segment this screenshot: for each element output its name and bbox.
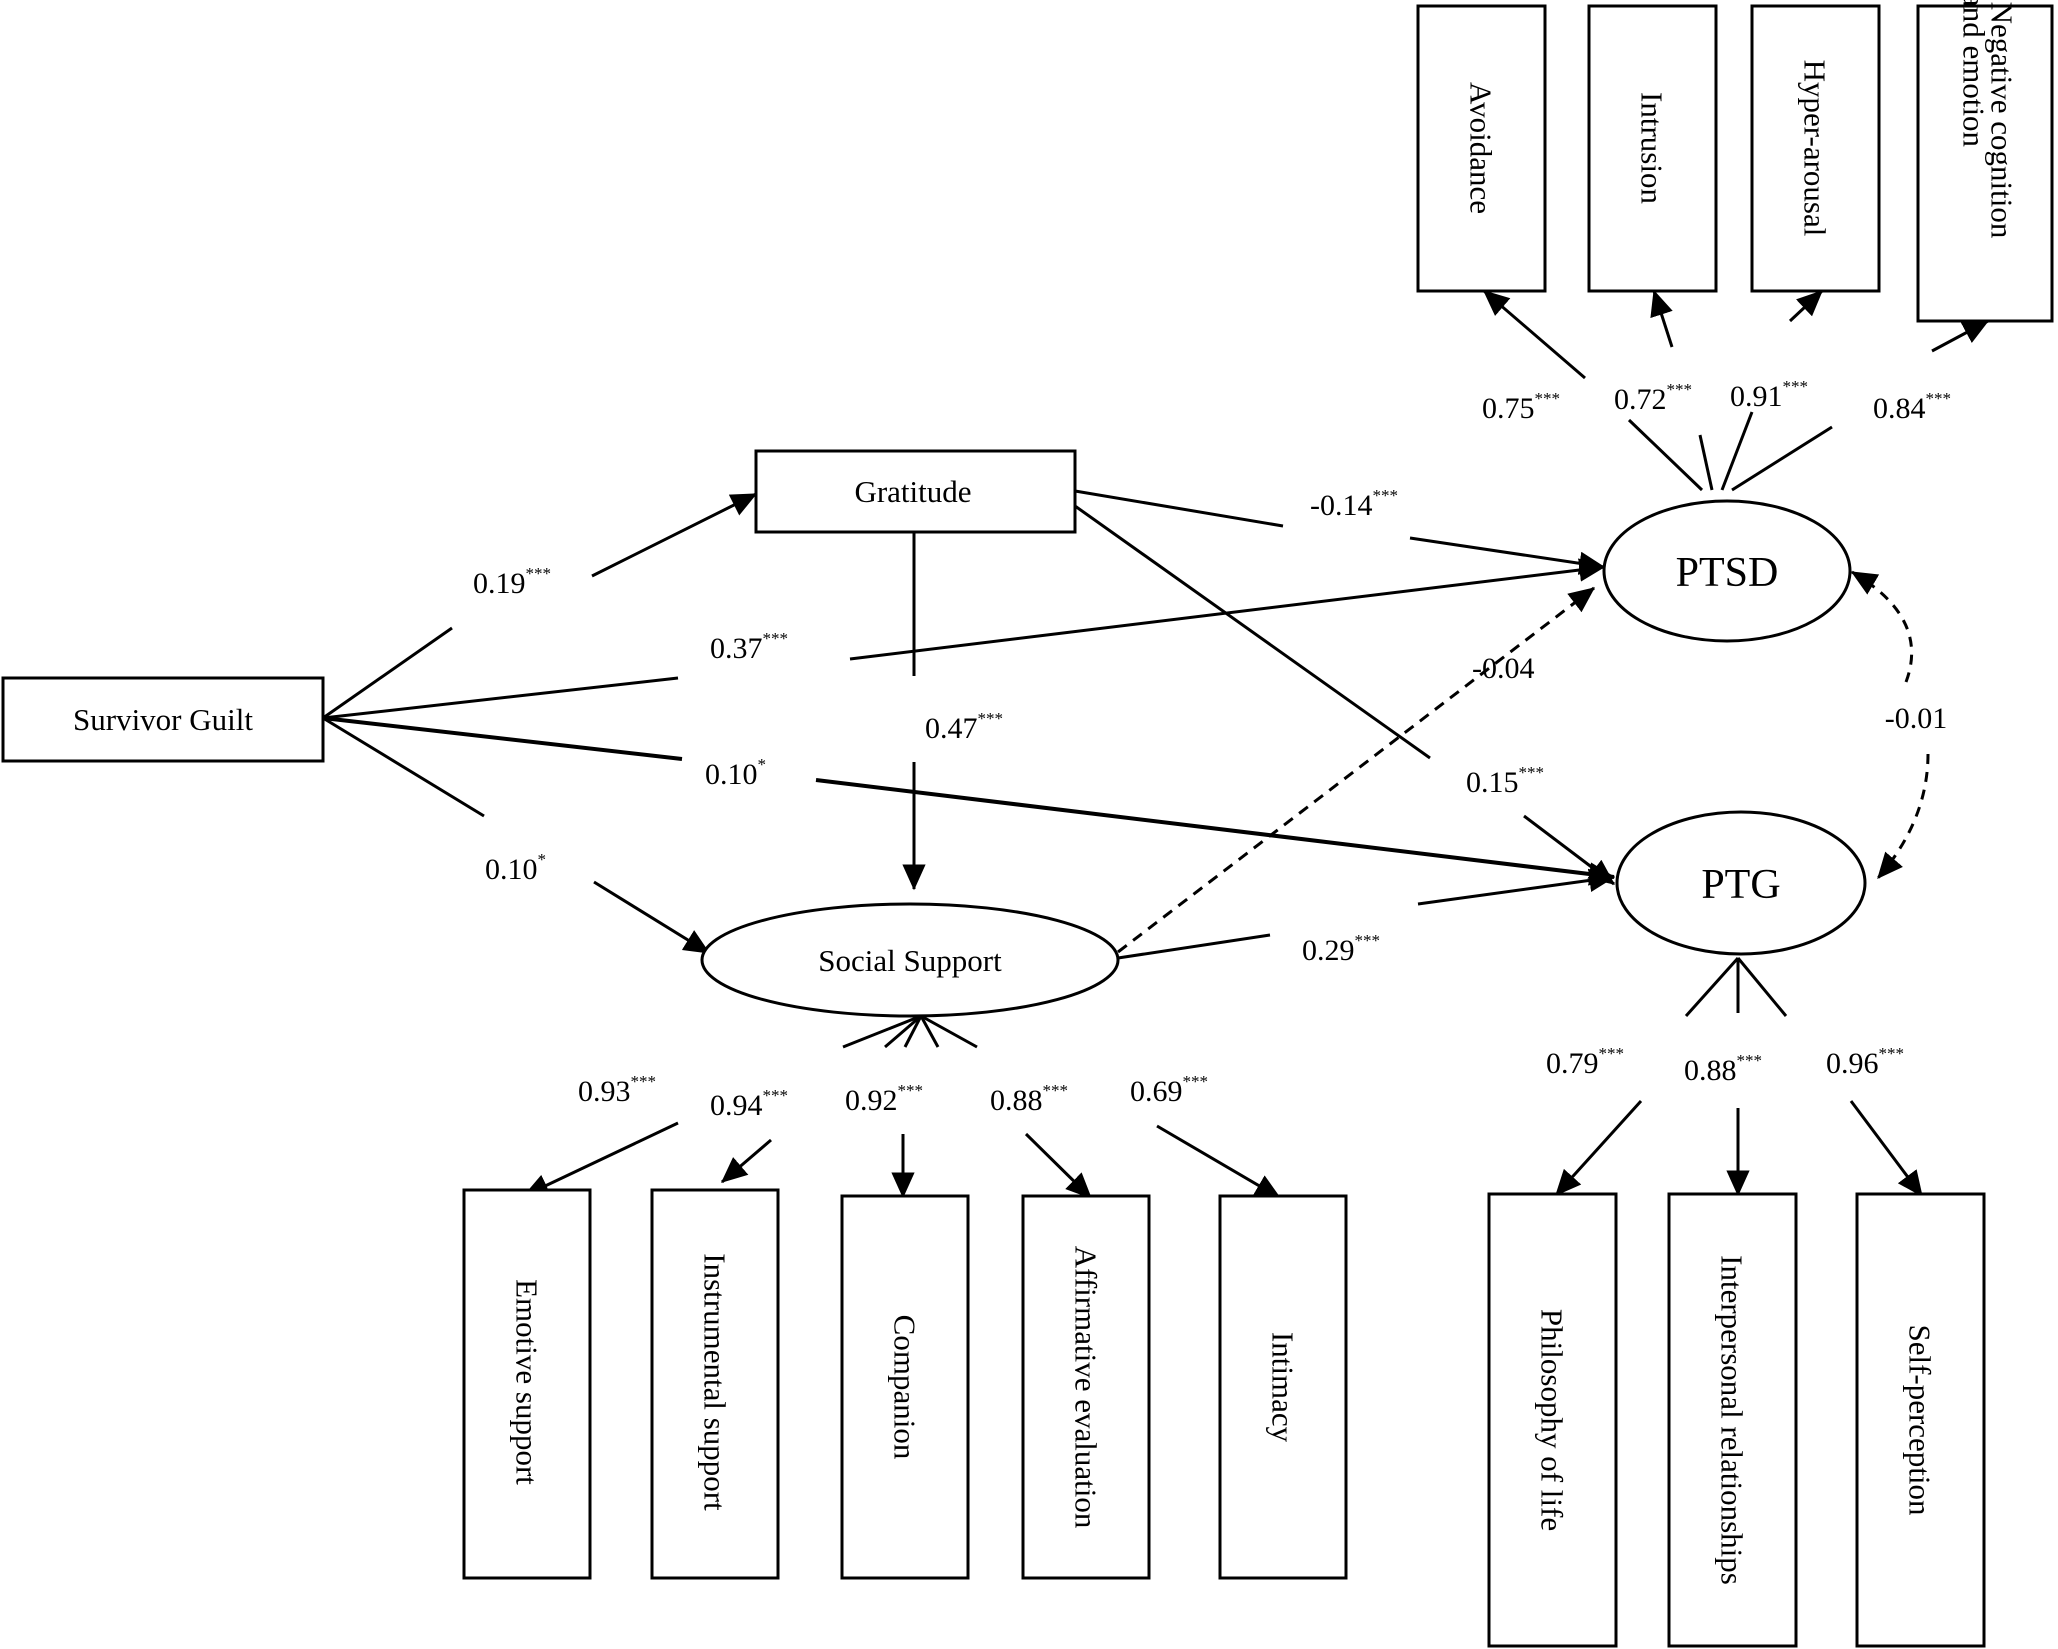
support-fan-3 (903, 1015, 923, 1048)
path-support-ptg-head (1417, 868, 1616, 906)
ptsd-fan-3 (1720, 411, 1754, 491)
path-guilt-gratitude (322, 626, 453, 720)
ptg-ind-selfperception-arrow (1849, 1100, 1924, 1198)
path-ptsd-ptg-cov-upper (1850, 570, 1914, 683)
support-ind-intimacy-label: Intimacy (1266, 1332, 1301, 1443)
ptg-label: PTG (1701, 862, 1780, 908)
coef-ptsd-intrusion: 0.72*** (1614, 380, 1692, 416)
survivor-guilt-box (1, 676, 325, 763)
ptg-ind-selfperception-box (1855, 1192, 1986, 1648)
ptg-ind-interpersonal-label: Interpersonal relationships (1715, 1255, 1750, 1585)
ptg-fan-1 (1684, 956, 1740, 1018)
coef-support-companion: 0.92*** (845, 1081, 923, 1117)
ptsd-ind-avoidance-arrow (1483, 289, 1586, 380)
ptsd-ind-intrusion-box (1587, 4, 1718, 293)
path-gratitude-ptsd-head (1409, 536, 1606, 575)
coef-ptg-selfperception: 0.96*** (1826, 1044, 1904, 1080)
support-fan-4 (919, 1015, 940, 1048)
ptsd-ellipse (1602, 499, 1852, 643)
coef-support-instrumental: 0.94*** (710, 1086, 788, 1122)
coef-guilt-ptsd: 0.37*** (710, 629, 788, 665)
support-ind-companion-box (840, 1194, 970, 1580)
support-ind-instrumental-box (650, 1188, 780, 1580)
coef-guilt-gratitude: 0.19*** (473, 564, 551, 600)
ptg-ellipse (1615, 810, 1867, 956)
coef-ptsd-hyperarousal: 0.91*** (1730, 377, 1808, 413)
support-ind-emotive-arrow (522, 1121, 679, 1198)
ptsd-fan-1 (1627, 418, 1704, 492)
path-guilt-support (322, 716, 485, 818)
support-ind-intimacy-arrow (1156, 1124, 1282, 1200)
social-support-label: Social Support (818, 943, 1002, 978)
path-support-ptsd (1117, 586, 1596, 954)
ptsd-ind-intrusion-label: Intrusion (1635, 92, 1670, 204)
ptg-ind-philosophy-box (1487, 1192, 1618, 1648)
social-support-ellipse (700, 902, 1120, 1018)
support-ind-instrumental-label: Instrumental support (698, 1253, 733, 1511)
path-gratitude-ptg (1074, 504, 1431, 760)
support-ind-affirmative-label: Affirmative evaluation (1069, 1246, 1104, 1529)
ptsd-ind-negcog-arrow (1931, 319, 1990, 353)
path-ptsd-ptg-cov-lower (1876, 753, 1930, 879)
gratitude-box (754, 449, 1077, 534)
coef-gratitude-ptsd: -0.14*** (1310, 486, 1398, 522)
ptsd-fan-2 (1698, 434, 1714, 491)
coef-support-affirmative: 0.88*** (990, 1081, 1068, 1117)
survivor-guilt-label: Survivor Guilt (73, 702, 253, 737)
ptsd-ind-hyperarousal-arrow (1788, 289, 1824, 323)
path-guilt-gratitude-head (591, 492, 758, 578)
ptsd-fan-4 (1731, 425, 1833, 492)
support-ind-emotive-label: Emotive support (510, 1279, 545, 1485)
coef-ptg-interpersonal: 0.88*** (1684, 1051, 1762, 1087)
path-gratitude-ptsd (1074, 489, 1284, 528)
ptg-ind-philosophy-arrow (1554, 1099, 1643, 1197)
support-ind-emotive-box (462, 1188, 592, 1580)
coef-support-emotive: 0.93*** (578, 1072, 656, 1108)
ptsd-ind-negcog-label-1: Negative cognition (1985, 2, 2020, 239)
ptsd-ind-hyperarousal-label: Hyper-arousal (1798, 60, 1833, 237)
coef-ptsd-avoidance: 0.75*** (1482, 389, 1560, 425)
ptg-ind-philosophy-label: Philosophy of life (1535, 1309, 1570, 1531)
support-ind-instrumental-arrow (721, 1138, 772, 1184)
ptsd-label: PTSD (1676, 550, 1779, 596)
support-ind-affirmative-arrow (1024, 1132, 1093, 1200)
coef-ptsd-ptg-cov: -0.01 (1885, 702, 1948, 735)
coef-gratitude-support: 0.47*** (925, 709, 1003, 745)
ptsd-ind-negcog-box (1916, 4, 2054, 323)
coef-ptsd-negcog: 0.84*** (1873, 389, 1951, 425)
ptg-ind-interpersonal-box (1667, 1192, 1798, 1648)
path-guilt-ptsd (322, 676, 679, 720)
support-fan-1 (842, 1014, 922, 1049)
coef-ptg-philosophy: 0.79*** (1546, 1044, 1624, 1080)
coef-guilt-support: 0.10* (485, 850, 546, 886)
ptsd-ind-avoidance-label: Avoidance (1464, 82, 1499, 214)
ptsd-ind-hyperarousal-box (1750, 4, 1881, 293)
path-support-ptg (1117, 933, 1271, 960)
path-guilt-support-head (593, 880, 711, 955)
path-gratitude-ptg-head (1523, 814, 1616, 886)
ptsd-ind-avoidance-box (1416, 4, 1547, 293)
path-guilt-ptg (322, 716, 683, 761)
coef-gratitude-ptg: 0.15*** (1466, 763, 1544, 799)
path-guilt-ptg-head (815, 778, 1616, 886)
ptg-fan-3 (1736, 957, 1788, 1017)
support-ind-intimacy-box (1218, 1194, 1348, 1580)
support-ind-companion-label: Companion (888, 1315, 923, 1460)
ptg-ind-selfperception-label: Self-perception (1903, 1324, 1938, 1516)
coef-support-intimacy: 0.69*** (1130, 1072, 1208, 1108)
gratitude-label: Gratitude (854, 474, 971, 509)
support-ind-affirmative-box (1021, 1194, 1151, 1580)
coef-guilt-ptg: 0.10* (705, 755, 766, 791)
ptsd-ind-intrusion-arrow (1650, 289, 1674, 348)
ptsd-ind-negcog-label-2: and emotion (1957, 0, 1992, 148)
coef-support-ptg: 0.29*** (1302, 931, 1380, 967)
support-fan-2 (884, 1014, 922, 1049)
coef-support-ptsd: -0.04 (1472, 652, 1535, 685)
support-fan-5 (920, 1014, 978, 1049)
